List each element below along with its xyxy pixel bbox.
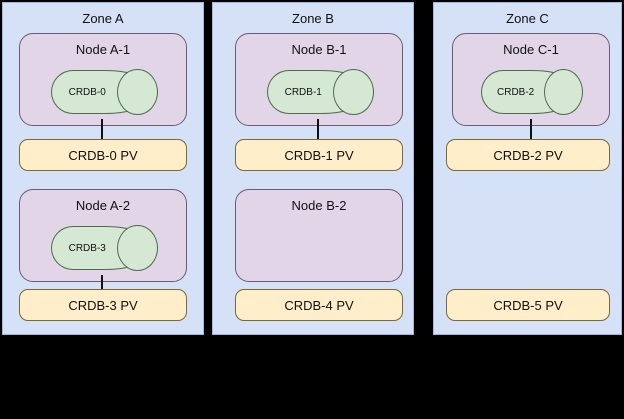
pv-crdb-2[interactable]: CRDB-2 PV (446, 139, 610, 171)
pv-crdb-3-label: CRDB-3 PV (68, 297, 138, 313)
database-crdb-1-label: CRDB-1 (284, 86, 322, 98)
pv-crdb-5[interactable]: CRDB-5 PV (446, 289, 610, 321)
pv-crdb-4-label: CRDB-4 PV (284, 297, 354, 313)
node-b-2[interactable]: Node B-2 (235, 189, 403, 282)
pv-crdb-1-label: CRDB-1 PV (284, 147, 354, 163)
node-a-2-title: Node A-2 (75, 198, 131, 213)
database-crdb-3[interactable]: CRDB-3 (51, 225, 158, 271)
connector-node-a-1-to-pv (101, 119, 103, 141)
zone-b-title: Zone B (292, 11, 334, 26)
zone-c-title: Zone C (506, 11, 549, 26)
node-b-1-title: Node B-1 (291, 42, 347, 57)
cylinder-cap (117, 225, 158, 271)
node-c-1[interactable]: Node C-1 CRDB-2 (452, 33, 610, 126)
node-b-2-title: Node B-2 (291, 198, 347, 213)
cylinder-cap (333, 69, 374, 115)
zone-a: Zone A Node A-1 CRDB-0 CRDB-0 PV Node A-… (2, 2, 204, 335)
zone-b: Zone B Node B-1 CRDB-1 CRDB-1 PV Node B-… (212, 2, 414, 335)
pv-crdb-1[interactable]: CRDB-1 PV (235, 139, 403, 171)
database-crdb-3-label: CRDB-3 (68, 242, 106, 254)
database-crdb-2[interactable]: CRDB-2 (481, 69, 583, 115)
connector-node-c-1-to-pv (530, 119, 532, 141)
pv-crdb-3[interactable]: CRDB-3 PV (19, 289, 187, 321)
node-a-2[interactable]: Node A-2 CRDB-3 (19, 189, 187, 282)
pv-crdb-4[interactable]: CRDB-4 PV (235, 289, 403, 321)
pv-crdb-0-label: CRDB-0 PV (68, 147, 138, 163)
database-crdb-0[interactable]: CRDB-0 (51, 69, 158, 115)
connector-node-a-2-to-pv (101, 275, 103, 297)
database-crdb-1[interactable]: CRDB-1 (267, 69, 374, 115)
pv-crdb-5-label: CRDB-5 PV (493, 297, 563, 313)
connector-node-b-1-to-pv (317, 119, 319, 141)
zone-c: Zone C Node C-1 CRDB-2 CRDB-2 PV CRDB-5 … (433, 2, 622, 335)
pv-crdb-0[interactable]: CRDB-0 PV (19, 139, 187, 171)
node-b-1[interactable]: Node B-1 CRDB-1 (235, 33, 403, 126)
pv-crdb-2-label: CRDB-2 PV (493, 147, 563, 163)
node-a-1-title: Node A-1 (75, 42, 131, 57)
zone-a-title: Zone A (82, 11, 124, 26)
cylinder-cap (117, 69, 158, 115)
cylinder-cap (544, 69, 583, 115)
database-crdb-2-label: CRDB-2 (497, 86, 535, 98)
node-a-1[interactable]: Node A-1 CRDB-0 (19, 33, 187, 126)
node-c-1-title: Node C-1 (503, 42, 559, 57)
database-crdb-0-label: CRDB-0 (68, 86, 106, 98)
